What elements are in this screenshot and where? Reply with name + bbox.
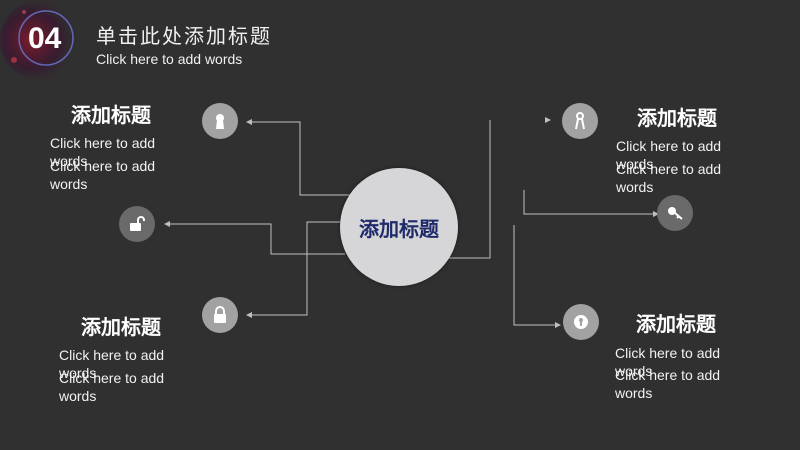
- lock-icon: [202, 297, 238, 333]
- block-title-bottom-right: 添加标题: [636, 312, 716, 336]
- block-text-top-left-2: Click here to add words: [50, 158, 156, 192]
- slide-number: 04: [28, 22, 62, 55]
- block-title-bottom-left: 添加标题: [81, 315, 161, 339]
- block-title-top-right: 添加标题: [637, 106, 717, 130]
- keys-icon: [562, 103, 598, 139]
- keyhole-icon: [202, 103, 238, 139]
- slide-title: 单击此处添加标题: [96, 24, 272, 48]
- block-text-bottom-left-1: Click here to add words: [59, 347, 165, 381]
- slide-subtitle: Click here to add words: [96, 51, 243, 67]
- block-title-top-left: 添加标题: [71, 103, 151, 127]
- block-text-top-left-1: Click here to add words: [50, 135, 156, 169]
- unlock-icon: [119, 206, 155, 242]
- key-icon: [657, 195, 693, 231]
- block-text-top-right-1: Click here to add words: [616, 138, 722, 172]
- block-text-bottom-right-2: Click here to add words: [615, 367, 721, 401]
- block-text-bottom-right-1: Click here to add words: [615, 345, 721, 379]
- glow-ring-graphic: [0, 0, 80, 80]
- block-text-top-right-2: Click here to add words: [616, 161, 722, 195]
- slide-number-badge: 04: [0, 0, 90, 80]
- block-text-bottom-left-2: Click here to add words: [59, 370, 165, 404]
- keyhole-circle-icon: [563, 304, 599, 340]
- center-circle: 添加标题: [340, 168, 458, 286]
- center-label: 添加标题: [359, 216, 439, 241]
